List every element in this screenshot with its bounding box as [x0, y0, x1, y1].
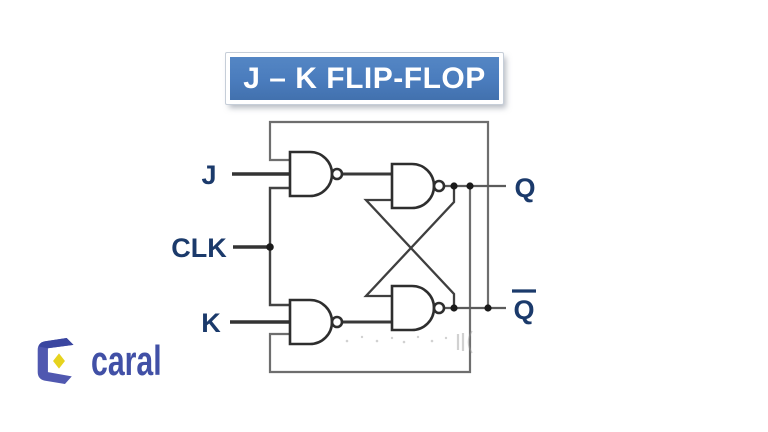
junction-dot-qbar-1	[450, 304, 458, 312]
brand-logo: caral	[36, 337, 189, 385]
caral-logo-c-top-arm	[38, 338, 74, 349]
svg-text:Q: Q	[513, 295, 534, 325]
watermark-remnant	[345, 330, 473, 354]
output-label-q: Q	[514, 173, 535, 203]
inverter-bubble	[330, 315, 344, 329]
caral-logo-icon	[37, 338, 74, 384]
internal-connector-wires	[342, 172, 392, 324]
nand-j-input-gate	[288, 150, 344, 198]
page-title: J – K FLIP-FLOP	[243, 61, 486, 95]
inverter-bubble	[330, 167, 344, 181]
junction-dot-q-1	[450, 182, 458, 190]
nand-q-latch-gate	[390, 162, 446, 210]
input-wires	[230, 172, 290, 324]
input-label-j: J	[201, 160, 216, 190]
junction-dot-qbar-2	[484, 304, 492, 312]
junction-dot-clk	[266, 243, 274, 251]
junction-dot-q-2	[466, 182, 474, 190]
input-label-k: K	[201, 308, 221, 338]
nand-k-input-gate	[288, 298, 344, 346]
brand-name: caral	[91, 337, 162, 384]
output-label-q-bar: Q	[512, 289, 536, 325]
inverter-bubble	[432, 301, 446, 315]
feedback-loop-wires	[268, 120, 490, 374]
title-banner: J – K FLIP-FLOP	[225, 52, 504, 105]
caral-logo-c-shape	[37, 338, 74, 384]
inverter-bubble	[432, 179, 446, 193]
caral-logo-diamond	[53, 353, 65, 369]
input-label-clk: CLK	[171, 233, 227, 263]
nand-qbar-latch-gate	[390, 284, 446, 332]
cross-coupling-wires	[363, 186, 456, 308]
